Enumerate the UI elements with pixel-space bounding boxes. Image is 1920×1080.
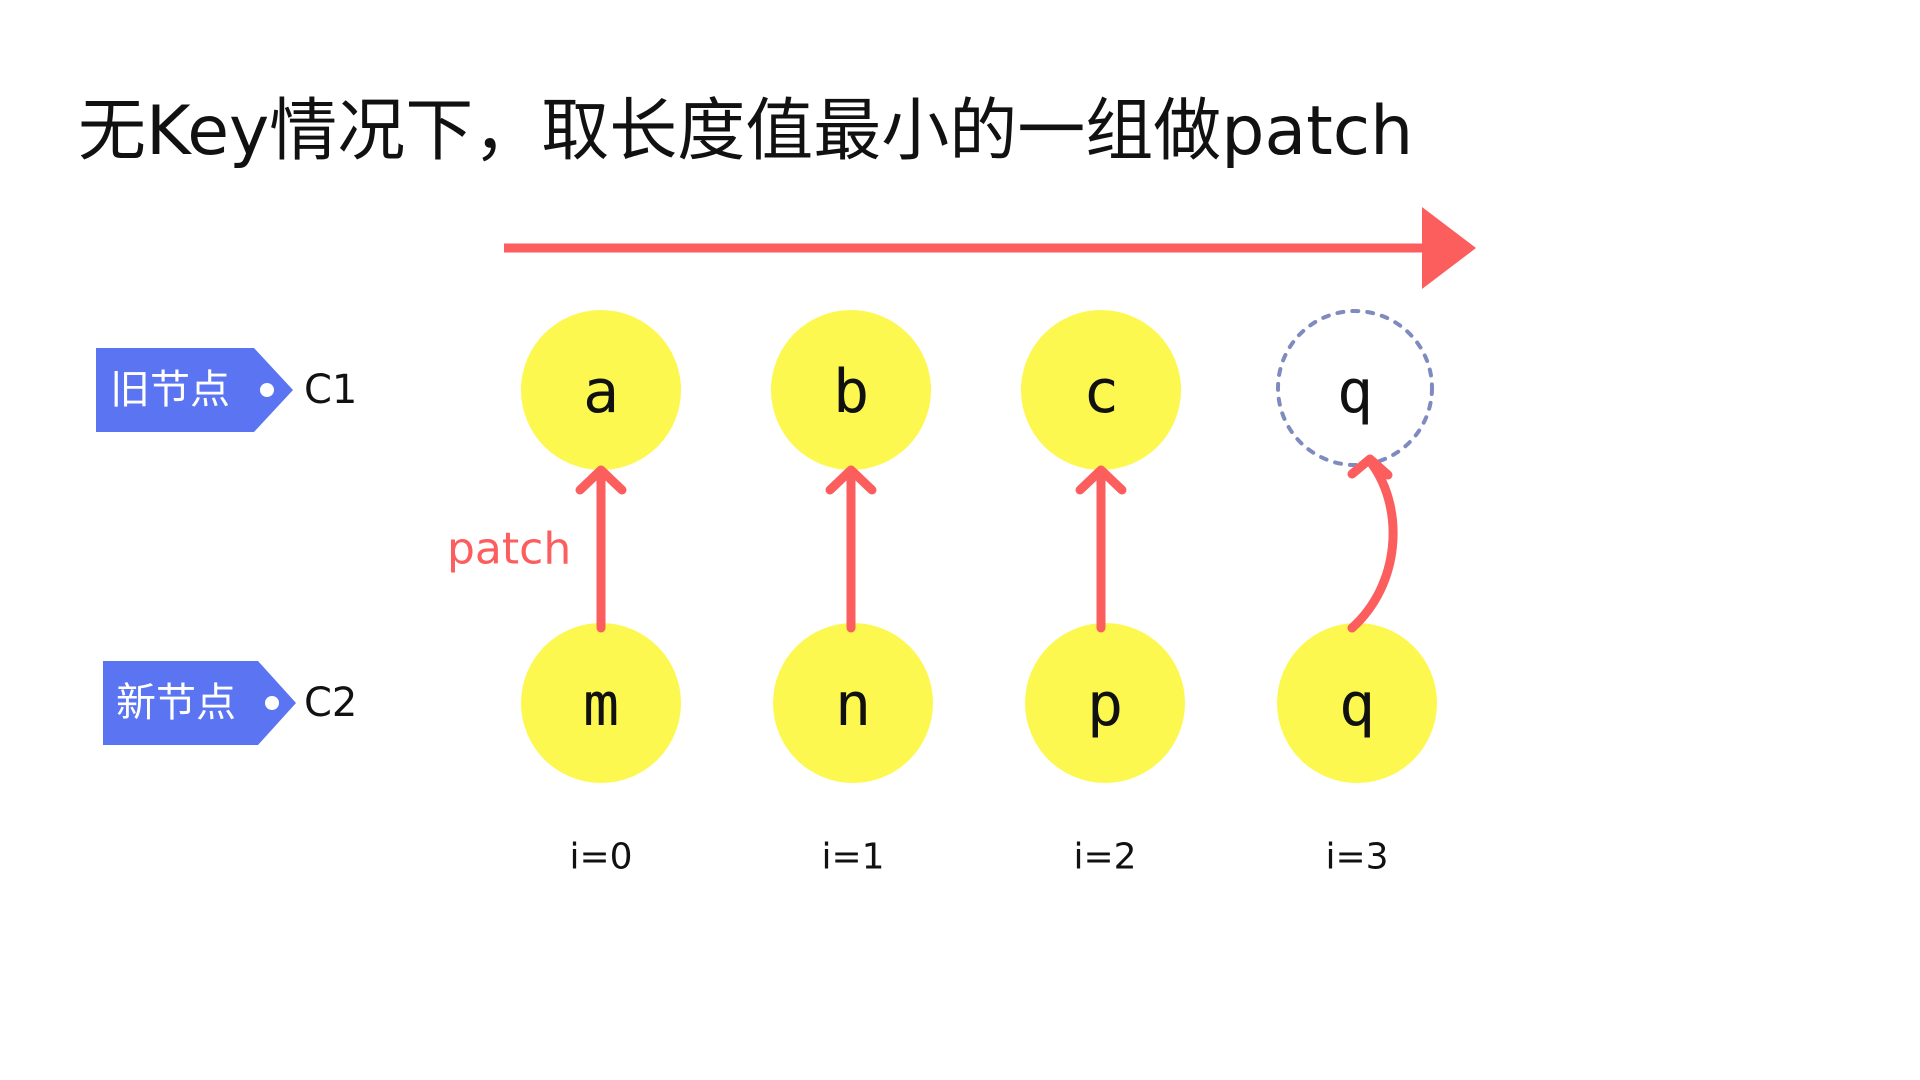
old-node-a-label: a — [583, 357, 619, 427]
new-node-q — [1277, 623, 1437, 783]
new-node-q-label: q — [1339, 670, 1375, 740]
old-node-a — [521, 310, 681, 470]
new-node-p-label: p — [1087, 670, 1123, 740]
old-node-ghost — [1276, 309, 1434, 467]
new-node-n-label: n — [835, 670, 871, 740]
dot-icon — [265, 696, 279, 710]
patch-arrow-0 — [575, 465, 627, 633]
direction-arrow-icon — [504, 207, 1476, 289]
new-nodes-tag-label: 新节点 — [116, 680, 236, 726]
new-node-p — [1025, 623, 1185, 783]
index-label-3: i=3 — [1325, 837, 1388, 878]
old-nodes-tag-label: 旧节点 — [110, 367, 230, 413]
index-label-0: i=0 — [569, 837, 632, 878]
page-title: 无Key情况下，取长度值最小的一组做patch — [78, 92, 1414, 171]
index-label-1: i=1 — [821, 837, 884, 878]
old-node-c-label: c — [1083, 357, 1119, 427]
new-nodes-tag: 新节点 — [103, 661, 296, 745]
new-group-label: C2 — [304, 680, 357, 726]
dot-icon — [260, 383, 274, 397]
patch-arrow-1 — [825, 465, 877, 633]
old-node-ghost-label: q — [1337, 357, 1373, 427]
old-node-b — [771, 310, 931, 470]
patch-arrow-2 — [1075, 465, 1127, 633]
old-nodes-tag: 旧节点 — [96, 348, 293, 432]
new-node-m — [521, 623, 681, 783]
patch-label: patch — [447, 524, 571, 575]
new-node-m-label: m — [583, 670, 619, 740]
new-node-n — [773, 623, 933, 783]
curved-arrow-icon — [1347, 454, 1398, 633]
index-label-2: i=2 — [1073, 837, 1136, 878]
old-group-label: C1 — [304, 367, 357, 413]
old-node-b-label: b — [833, 357, 869, 427]
old-node-c — [1021, 310, 1181, 470]
